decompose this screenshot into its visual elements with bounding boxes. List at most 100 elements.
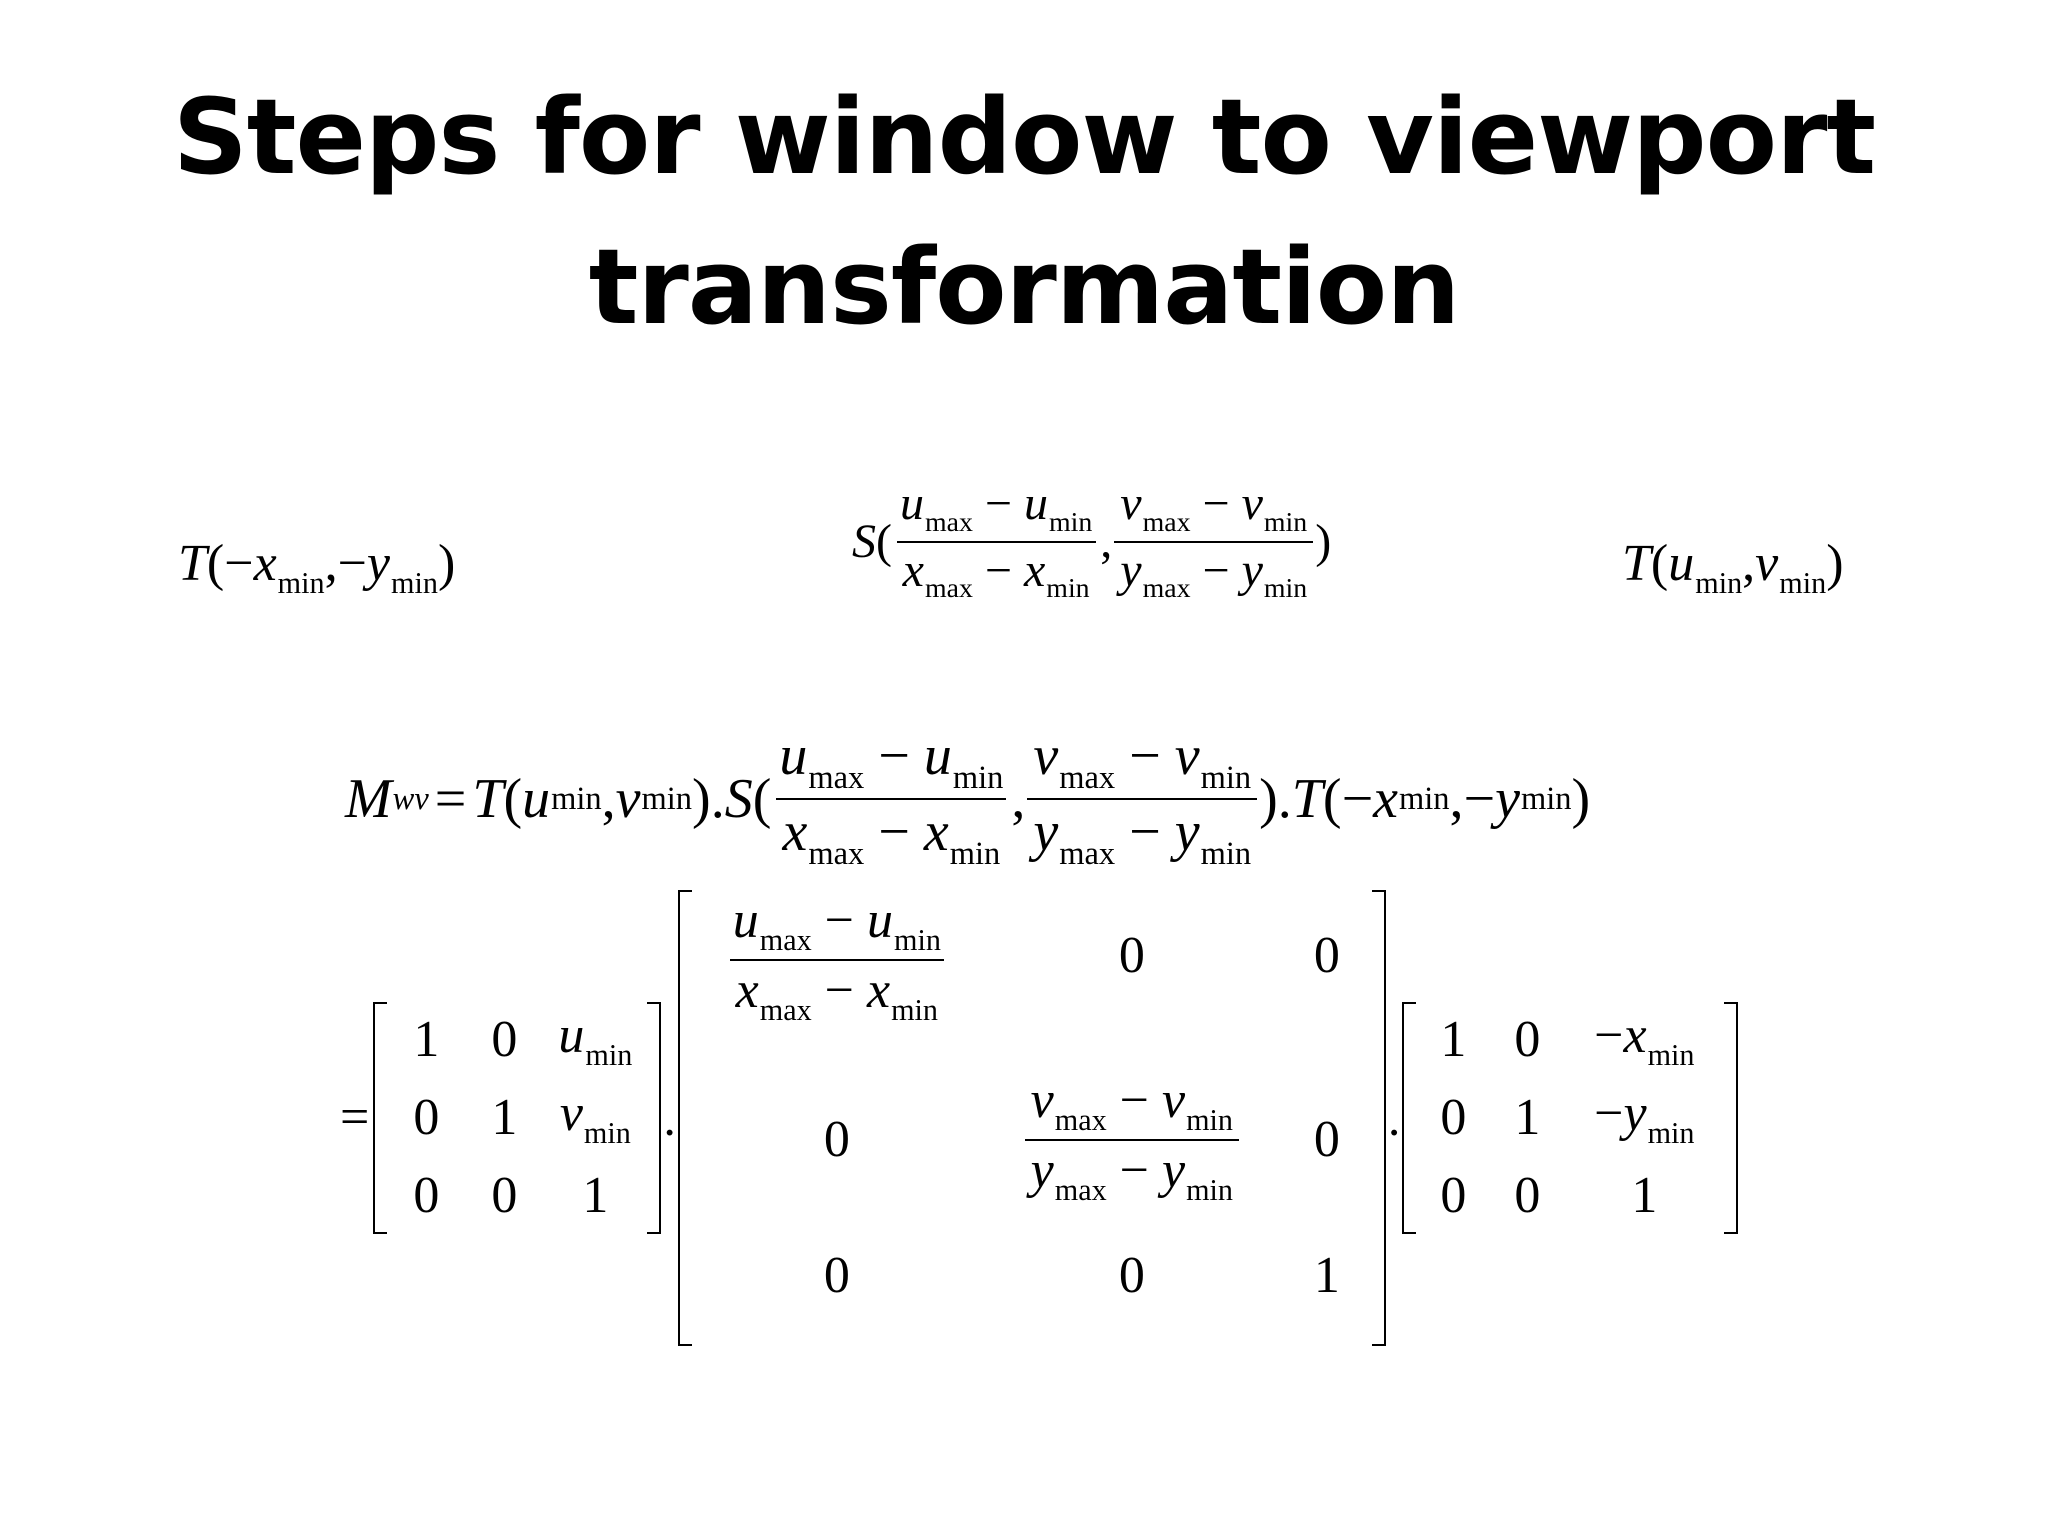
variable-y: y: [1623, 1085, 1647, 1143]
matrix-entry-one: 1: [582, 1167, 609, 1224]
matrix-entry-zero: 0: [491, 1167, 518, 1224]
subscript-min: min: [1520, 780, 1572, 817]
subscript-max: max: [808, 759, 865, 796]
subscript-min: min: [1046, 573, 1090, 605]
comma: ,: [1100, 514, 1113, 568]
matrix-entry-one: 1: [491, 1089, 518, 1146]
symbol-t: T: [1622, 535, 1651, 592]
subscript-min: min: [1779, 565, 1827, 600]
subscript-max: max: [1142, 573, 1191, 605]
variable-u: u: [522, 768, 551, 831]
minus-sign: −: [1129, 801, 1161, 864]
symbol-t: T: [1291, 768, 1323, 831]
variable-u: u: [1668, 535, 1695, 592]
subscript-min: min: [1048, 506, 1093, 538]
left-paren: (: [876, 514, 892, 568]
right-paren: ): [1259, 768, 1278, 831]
matrix-entry-zero: 0: [413, 1089, 440, 1146]
minus-sign: −: [1119, 1072, 1149, 1130]
variable-x: x: [1373, 768, 1399, 831]
symbol-t: T: [472, 768, 504, 831]
matrix-entry-zero: 0: [1440, 1167, 1467, 1224]
subscript-max: max: [1054, 1172, 1107, 1207]
subscript-min: min: [1186, 1102, 1233, 1137]
right-paren: ): [1571, 768, 1591, 831]
product-dot: .: [663, 1090, 676, 1146]
subscript-min: min: [1647, 1115, 1695, 1150]
step-scale: S( umax − umin xmax − xmin , vmax − vmin…: [852, 480, 1331, 603]
variable-x: x: [735, 962, 759, 1019]
subscript-max: max: [1059, 835, 1116, 872]
minus-sign: −: [1129, 725, 1161, 787]
subscript-min: min: [949, 835, 1001, 872]
comma: ,: [1742, 535, 1756, 592]
right-paren: ): [1315, 514, 1332, 568]
subscript-min: min: [1200, 759, 1252, 796]
minus-sign: −: [1202, 477, 1230, 530]
variable-u: u: [732, 892, 759, 950]
matrix-entry-zero: 0: [1313, 927, 1340, 984]
variable-x: x: [866, 962, 891, 1019]
variable-y: y: [1241, 543, 1263, 597]
product-dot: .: [710, 768, 725, 831]
matrix-entry-one: 1: [1631, 1167, 1658, 1224]
left-paren: (: [206, 535, 225, 592]
symbol-s: S: [724, 768, 753, 831]
subscript-max: max: [1054, 1102, 1107, 1137]
variable-u: u: [1023, 477, 1048, 530]
right-paren: ): [1826, 535, 1844, 592]
subscript-min: min: [893, 922, 941, 957]
subscript-max: max: [1059, 759, 1116, 796]
variable-v: v: [1161, 1072, 1186, 1130]
minus-sign: −: [824, 962, 854, 1019]
variable-v: v: [1241, 477, 1263, 530]
comma: ,: [324, 535, 338, 592]
subscript-max: max: [924, 506, 973, 538]
step-translate-to-origin: T(−xmin,−ymin): [178, 538, 455, 598]
variable-v: v: [1030, 1072, 1054, 1130]
left-paren: (: [503, 768, 523, 831]
subscript-max: max: [808, 835, 865, 872]
negative-sign: −: [1341, 768, 1374, 831]
subscript-min: min: [952, 759, 1004, 796]
equals-sign: =: [434, 768, 467, 831]
matrix-entry-zero: 0: [1313, 1111, 1340, 1168]
variable-x: x: [782, 801, 808, 864]
variable-v: v: [1120, 477, 1142, 530]
variable-u: u: [923, 725, 952, 787]
comma: ,: [1011, 768, 1026, 831]
variable-v: v: [559, 1085, 583, 1143]
subscript-max: max: [924, 573, 973, 605]
subscript-min: min: [551, 780, 602, 817]
variable-x: x: [923, 801, 949, 864]
negative-sign: −: [224, 535, 254, 592]
minus-sign: −: [824, 892, 854, 950]
subscript-wv: wv: [392, 780, 429, 817]
fraction-u-over-x: umax − umin xmax − xmin: [894, 480, 1098, 603]
variable-y: y: [366, 535, 391, 592]
step-translate-to-viewport: T(umin,vmin): [1622, 538, 1844, 598]
matrix-entry-zero: 0: [823, 1111, 850, 1168]
right-paren: ): [437, 535, 456, 592]
negative-sign: −: [1463, 768, 1496, 831]
product-dot: .: [1277, 768, 1292, 831]
minus-sign: −: [984, 543, 1012, 597]
variable-x: x: [1023, 543, 1046, 597]
matrix-entry-zero: 0: [1118, 927, 1145, 984]
subscript-min: min: [1263, 506, 1308, 538]
right-paren: ): [692, 768, 711, 831]
minus-sign: −: [984, 477, 1012, 530]
symbol-s: S: [852, 514, 876, 568]
variable-y: y: [1495, 768, 1520, 831]
equals-sign: =: [340, 1089, 370, 1146]
variable-u: u: [866, 892, 893, 950]
matrix-entry-zero: 0: [413, 1167, 440, 1224]
variable-x: x: [253, 535, 277, 592]
minus-sign: −: [1119, 1142, 1149, 1199]
matrix-entry-zero: 0: [1514, 1167, 1541, 1224]
variable-v: v: [615, 768, 641, 831]
left-paren: (: [1322, 768, 1342, 831]
